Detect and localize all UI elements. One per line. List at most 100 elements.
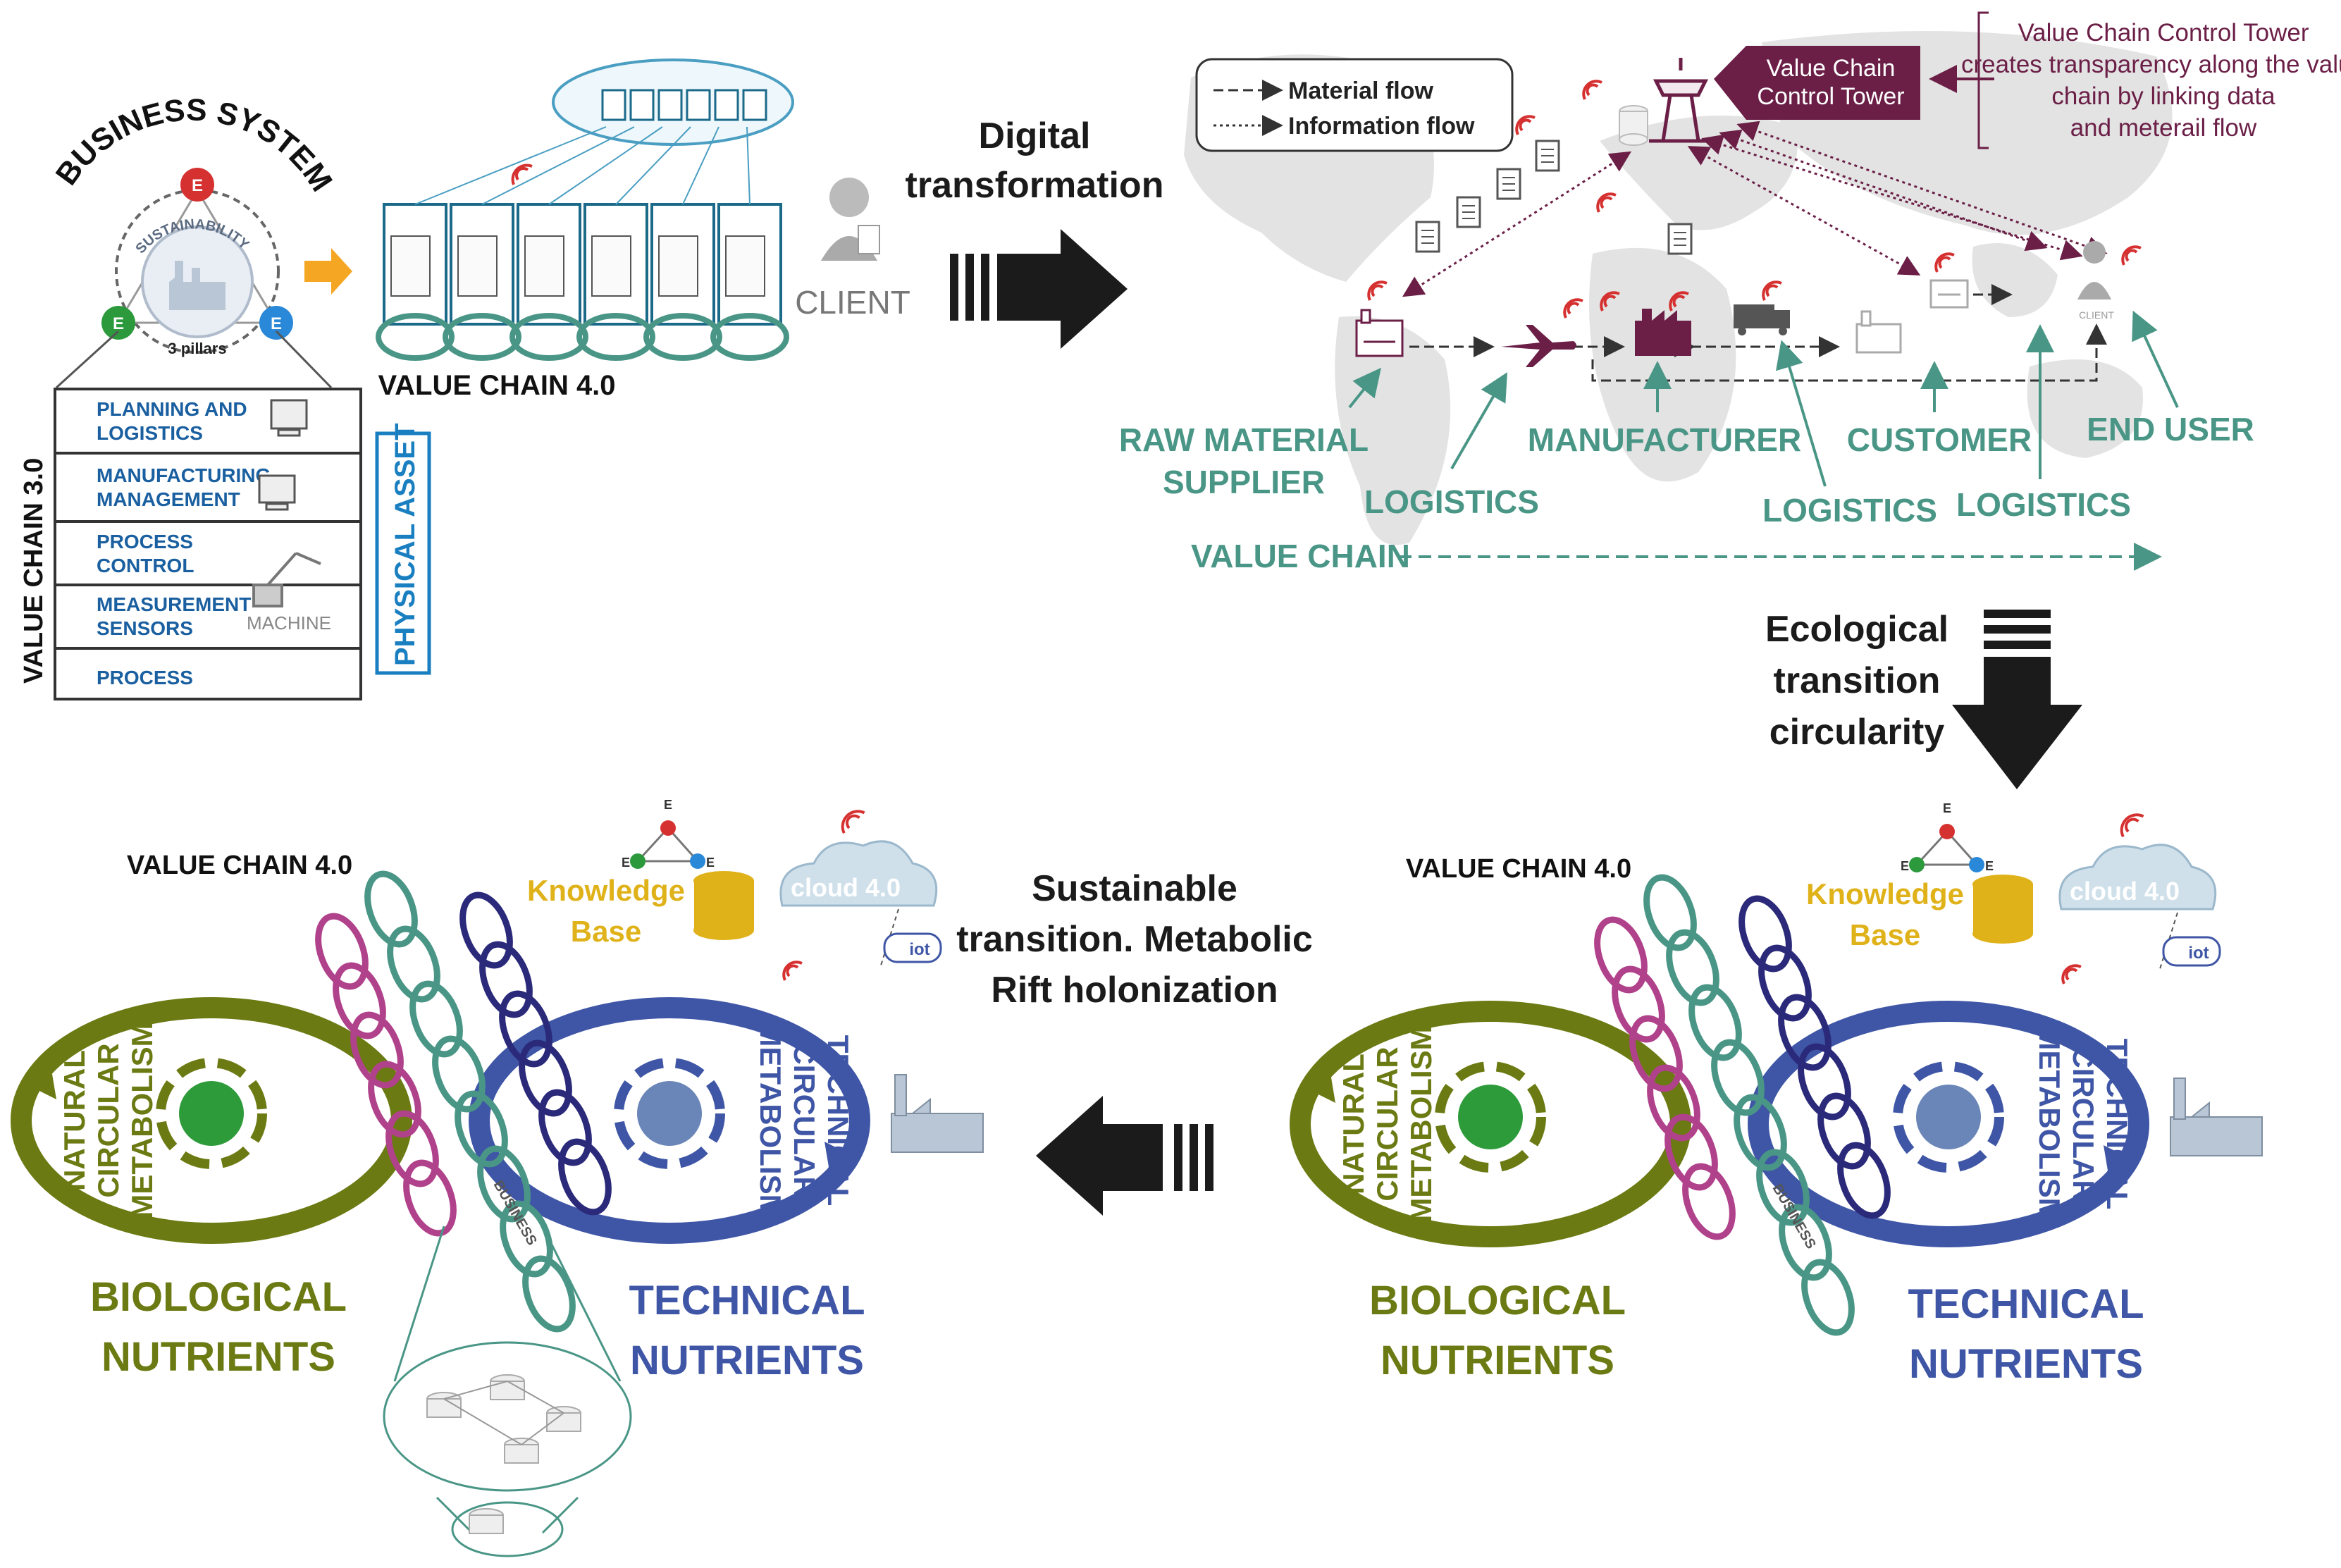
chain-link [376,313,455,361]
wifi-icon [2120,813,2144,838]
airplane-icon [1501,325,1576,367]
chain-link [385,1110,439,1187]
pillar-letter: E [706,856,715,870]
chain-link [643,313,722,361]
cycle-icon [614,1058,725,1169]
pillars-label: 3 pillars [168,340,226,357]
technical-nutrients-label: NUTRIENTS [1909,1341,2143,1387]
warehouse-icon [1929,279,1969,309]
chain-link [1817,1092,1871,1170]
machine-label: MACHINE [247,612,331,634]
person-icon [829,178,869,217]
world-map-panel: Material flow Information flow Value Cha… [1119,11,2341,574]
layer-label: MANAGEMENT [97,488,240,510]
chain-link [499,990,552,1068]
natural-metabolism-label: CIRCULAR [92,1043,125,1197]
client-label: CLIENT [795,284,910,321]
chain-link [522,1255,576,1333]
wifi-icon [1669,291,1689,311]
knowledge-base-label: Base [571,915,641,948]
circular-value-chain-label: VALUE CHAIN 4.0 [127,851,352,880]
chain-link [455,1090,508,1168]
wifi-icon [1934,252,1955,273]
chain-link [364,870,418,948]
wifi-icon [841,810,865,834]
chain-link [333,962,386,1039]
network-cone [383,1226,632,1557]
cloud-document-icon [742,89,767,121]
chain-link [1711,1039,1765,1116]
pillar-economic [180,168,214,202]
chain-link [1664,1113,1718,1191]
wifi-icon [2121,245,2142,266]
chain-link [1801,1259,1855,1336]
wifi-icon [1515,115,1536,135]
client-small-label: CLIENT [2079,309,2114,321]
technical-metabolism-ring [1748,1001,2149,1247]
node-logistics-3: LOGISTICS [1956,486,2131,523]
truck-icon [1734,304,1790,335]
chain-link [409,980,463,1058]
biological-nutrients-label: BIOLOGICAL [90,1274,347,1320]
chain-link [403,1159,457,1237]
sustainability-triangle-icon [1909,824,1984,872]
control-tower-line-1: Value Chain [1767,55,1896,82]
chain-link [459,891,513,969]
knowledge-base-label: Knowledge [527,874,685,907]
raw-material-line-1: RAW MATERIAL [1119,421,1369,458]
layer-label: SENSORS [97,617,193,639]
natural-metabolism-ring [11,997,412,1244]
chain-link [1734,1094,1787,1171]
value-chain-40-top: VALUE CHAIN 4.0 [376,58,794,401]
chain-link [1738,895,1792,973]
chain-link [1629,1015,1683,1092]
legend-material-flow: Material flow [1288,78,1433,104]
globe-icon [637,1081,702,1146]
pillar-economic-letter: E [192,176,203,195]
layer-label: MANUFACTURING [97,464,271,486]
chain-link [558,1138,612,1216]
natural-metabolism-label: CIRCULAR [1371,1047,1404,1201]
digital-transformation-group: Digital transformation [906,116,1163,349]
computer-icon [270,399,308,437]
wifi-icon [2061,964,2082,984]
node-logistics-1: LOGISTICS [1364,483,1539,520]
factory-icon [169,261,226,310]
iot-label: iot [2188,944,2209,963]
cloud-icon [779,840,938,907]
iot-badge [2162,936,2221,967]
panel-screen-icon [457,235,498,297]
technical-metabolism-label: TECHNICAL [822,1035,855,1206]
natural-metabolism-label: NATURAL [1337,1054,1370,1194]
technical-nutrients-label: TECHNICAL [1908,1281,2144,1327]
panel-screen-icon [524,235,564,297]
left-arrow-icon [1036,1096,1163,1216]
pillar-environmental-letter: E [113,314,124,333]
iot-label: iot [909,940,929,959]
factory-icon [2170,1078,2263,1156]
ecological-transition-group: Ecological transition circularity [1765,609,2082,789]
chain-link [538,1089,592,1166]
down-arrow-icon [1952,657,2082,789]
right-arrow-icon [997,229,1128,349]
chain-link [315,913,369,990]
control-tower-note-line: Value Chain Control Tower [2018,19,2309,47]
orange-arrow-icon [304,248,352,295]
sust-line-2: transition. Metabolic [956,919,1313,960]
robot-arm-icon [252,552,321,607]
cycle-icon [1893,1061,2004,1173]
chain-link [443,313,521,361]
pillar-letter: E [1985,859,1994,873]
layer-label: PROCESS [97,667,193,689]
value-chain-30-label: VALUE CHAIN 3.0 [19,458,49,684]
wifi-icon [511,163,533,185]
layer-label: MEASUREMENT [97,593,251,615]
panel-screen-icon [725,235,765,297]
eco-line-1: Ecological [1765,609,1948,650]
technical-nutrients-label: NUTRIENTS [630,1338,864,1383]
supplier-factory-icon [1355,309,1404,357]
cycle-icon [1435,1061,1546,1173]
technical-metabolism-label: CIRCULAR [788,1043,821,1197]
